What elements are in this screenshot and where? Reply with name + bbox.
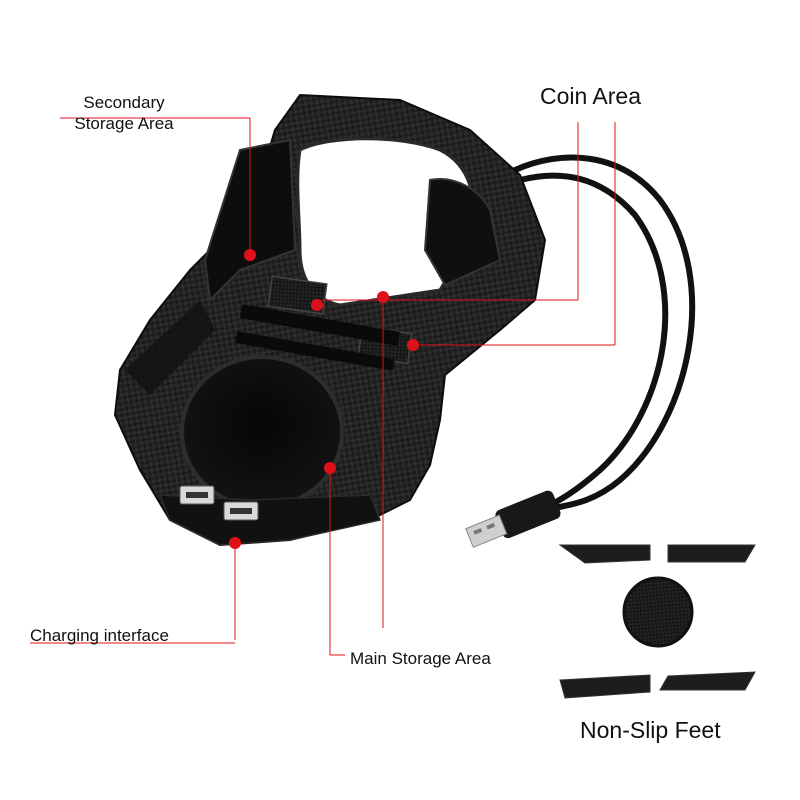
- callout-dots: [229, 249, 419, 549]
- round-foot: [622, 576, 694, 648]
- non-slip-feet-label: Non-Slip Feet: [580, 717, 721, 743]
- main-cup-holder: [180, 355, 344, 509]
- secondary-storage-label-line2: Storage Area: [74, 114, 174, 134]
- main-storage-label: Main Storage Area: [350, 649, 491, 668]
- charging-interface-label: Charging interface: [30, 626, 169, 645]
- secondary-storage-label: Secondary Storage Area: [44, 92, 204, 135]
- callout-lines: [30, 117, 616, 656]
- coin-area-label: Coin Area: [540, 83, 642, 109]
- secondary-storage-label-line1: Secondary: [83, 93, 165, 112]
- non-slip-feet: [558, 544, 756, 699]
- console-organizer: [113, 93, 547, 547]
- usb-cable: [512, 154, 696, 513]
- usb-port-icon: [179, 485, 259, 521]
- usb-plug-icon: [465, 490, 561, 548]
